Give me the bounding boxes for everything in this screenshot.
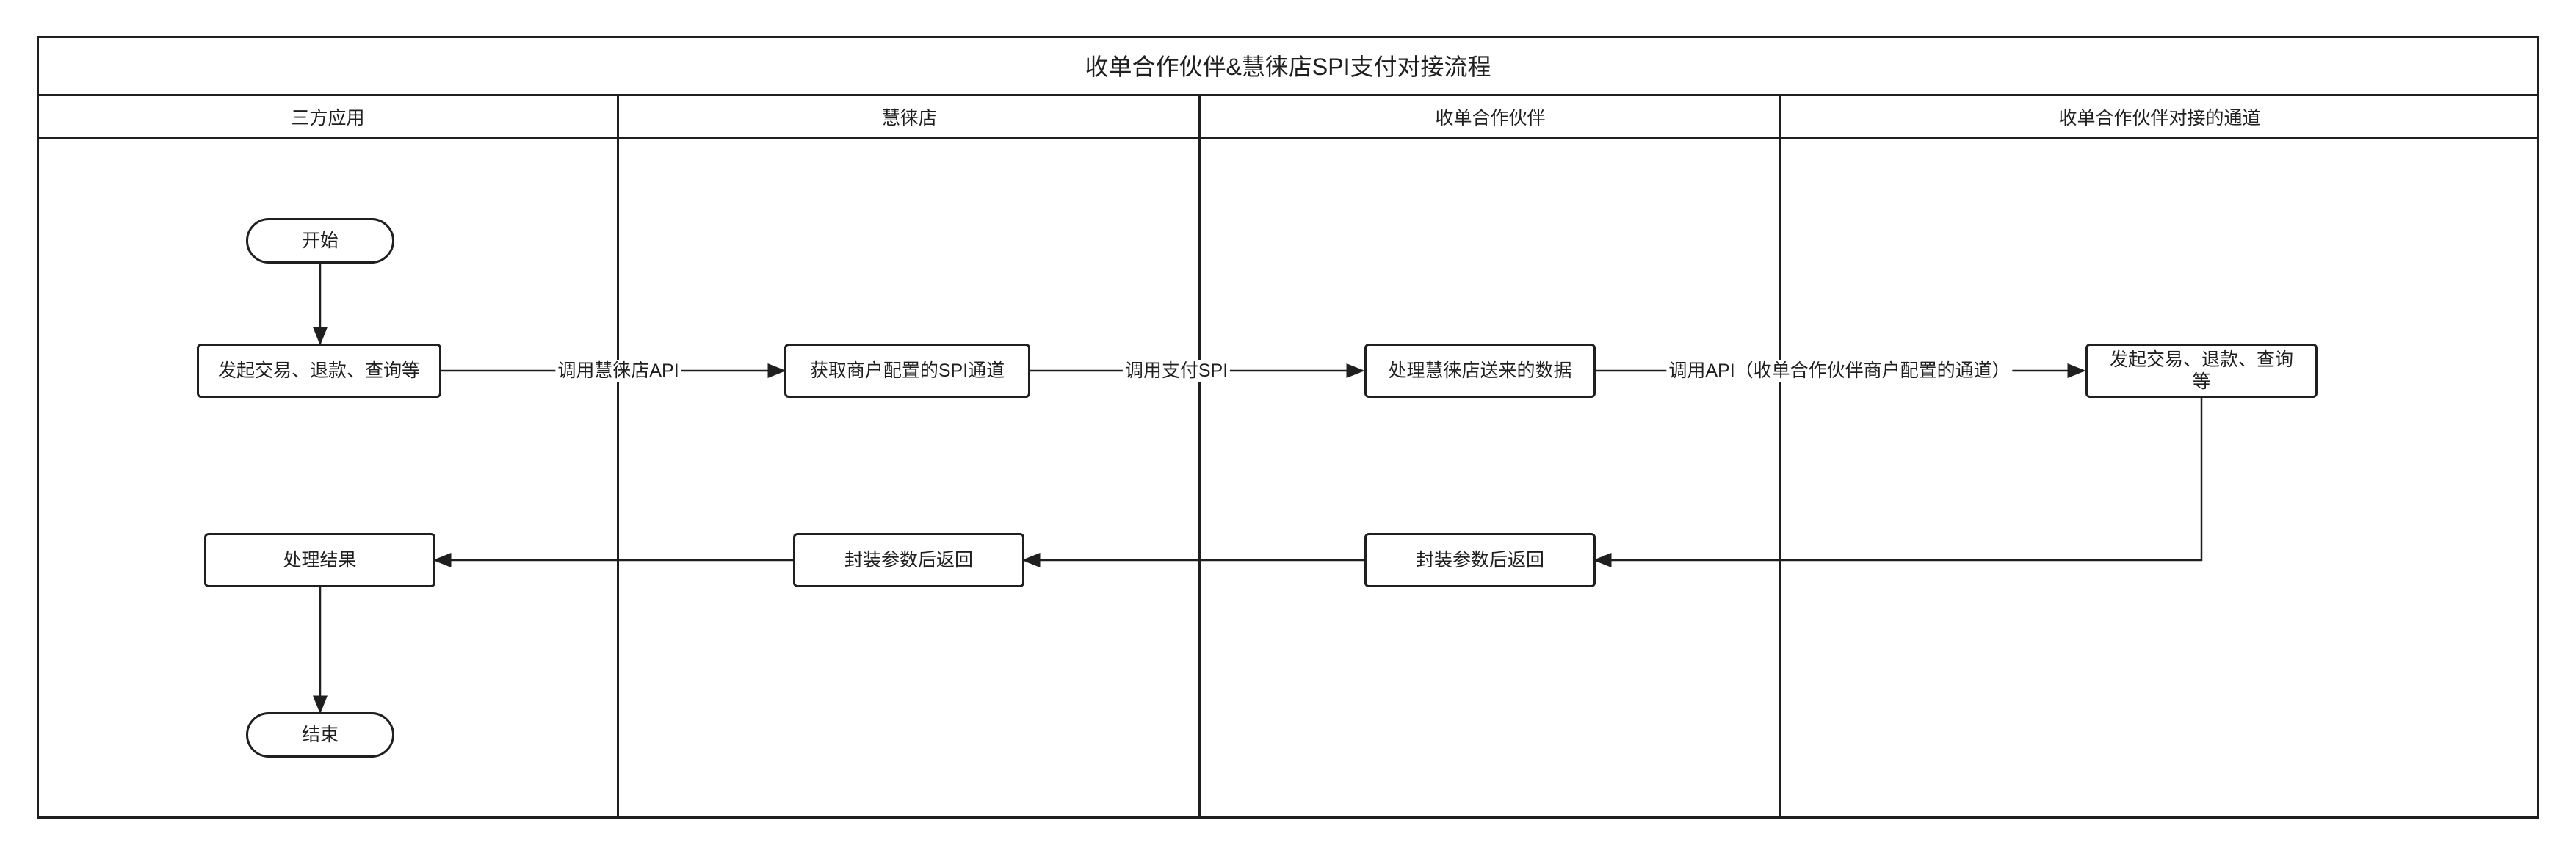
edge-label-call-api-channel: 调用API（收单合作伙伴商户配置的通道） (1666, 360, 2013, 382)
edge-channel-to-wrap-partner (1593, 396, 2203, 567)
edge-label-call-huilaidian-api: 调用慧徕店API (555, 360, 681, 382)
get-spi-config-node: 获取商户配置的SPI通道 (784, 344, 1030, 398)
lane-header-huilaidian: 慧徕店 (618, 95, 1201, 139)
wrap-params-huilaidian-node: 封装参数后返回 (793, 533, 1024, 587)
diagram-frame (37, 36, 2539, 819)
process-data-node: 处理慧徕店送来的数据 (1364, 344, 1596, 398)
lane-header-partner: 收单合作伙伴 (1200, 95, 1781, 139)
lane-divider (1198, 95, 1201, 819)
edge-label-call-pay-spi: 调用支付SPI (1122, 360, 1231, 382)
wrap-params-partner-node: 封装参数后返回 (1364, 533, 1596, 587)
channel-initiate-node: 发起交易、退款、查询等 (2085, 344, 2318, 398)
lane-divider (1779, 95, 1781, 819)
lane-header-third-party: 三方应用 (37, 95, 619, 139)
diagram-title: 收单合作伙伴&慧徕店SPI支付对接流程 (37, 36, 2539, 96)
handle-result-node: 处理结果 (204, 533, 435, 587)
start-node: 开始 (246, 218, 394, 264)
lane-header-channel: 收单合作伙伴对接的通道 (1780, 95, 2539, 139)
end-node: 结束 (246, 712, 394, 758)
lane-divider (617, 95, 619, 819)
initiate-request-node: 发起交易、退款、查询等 (197, 344, 441, 398)
